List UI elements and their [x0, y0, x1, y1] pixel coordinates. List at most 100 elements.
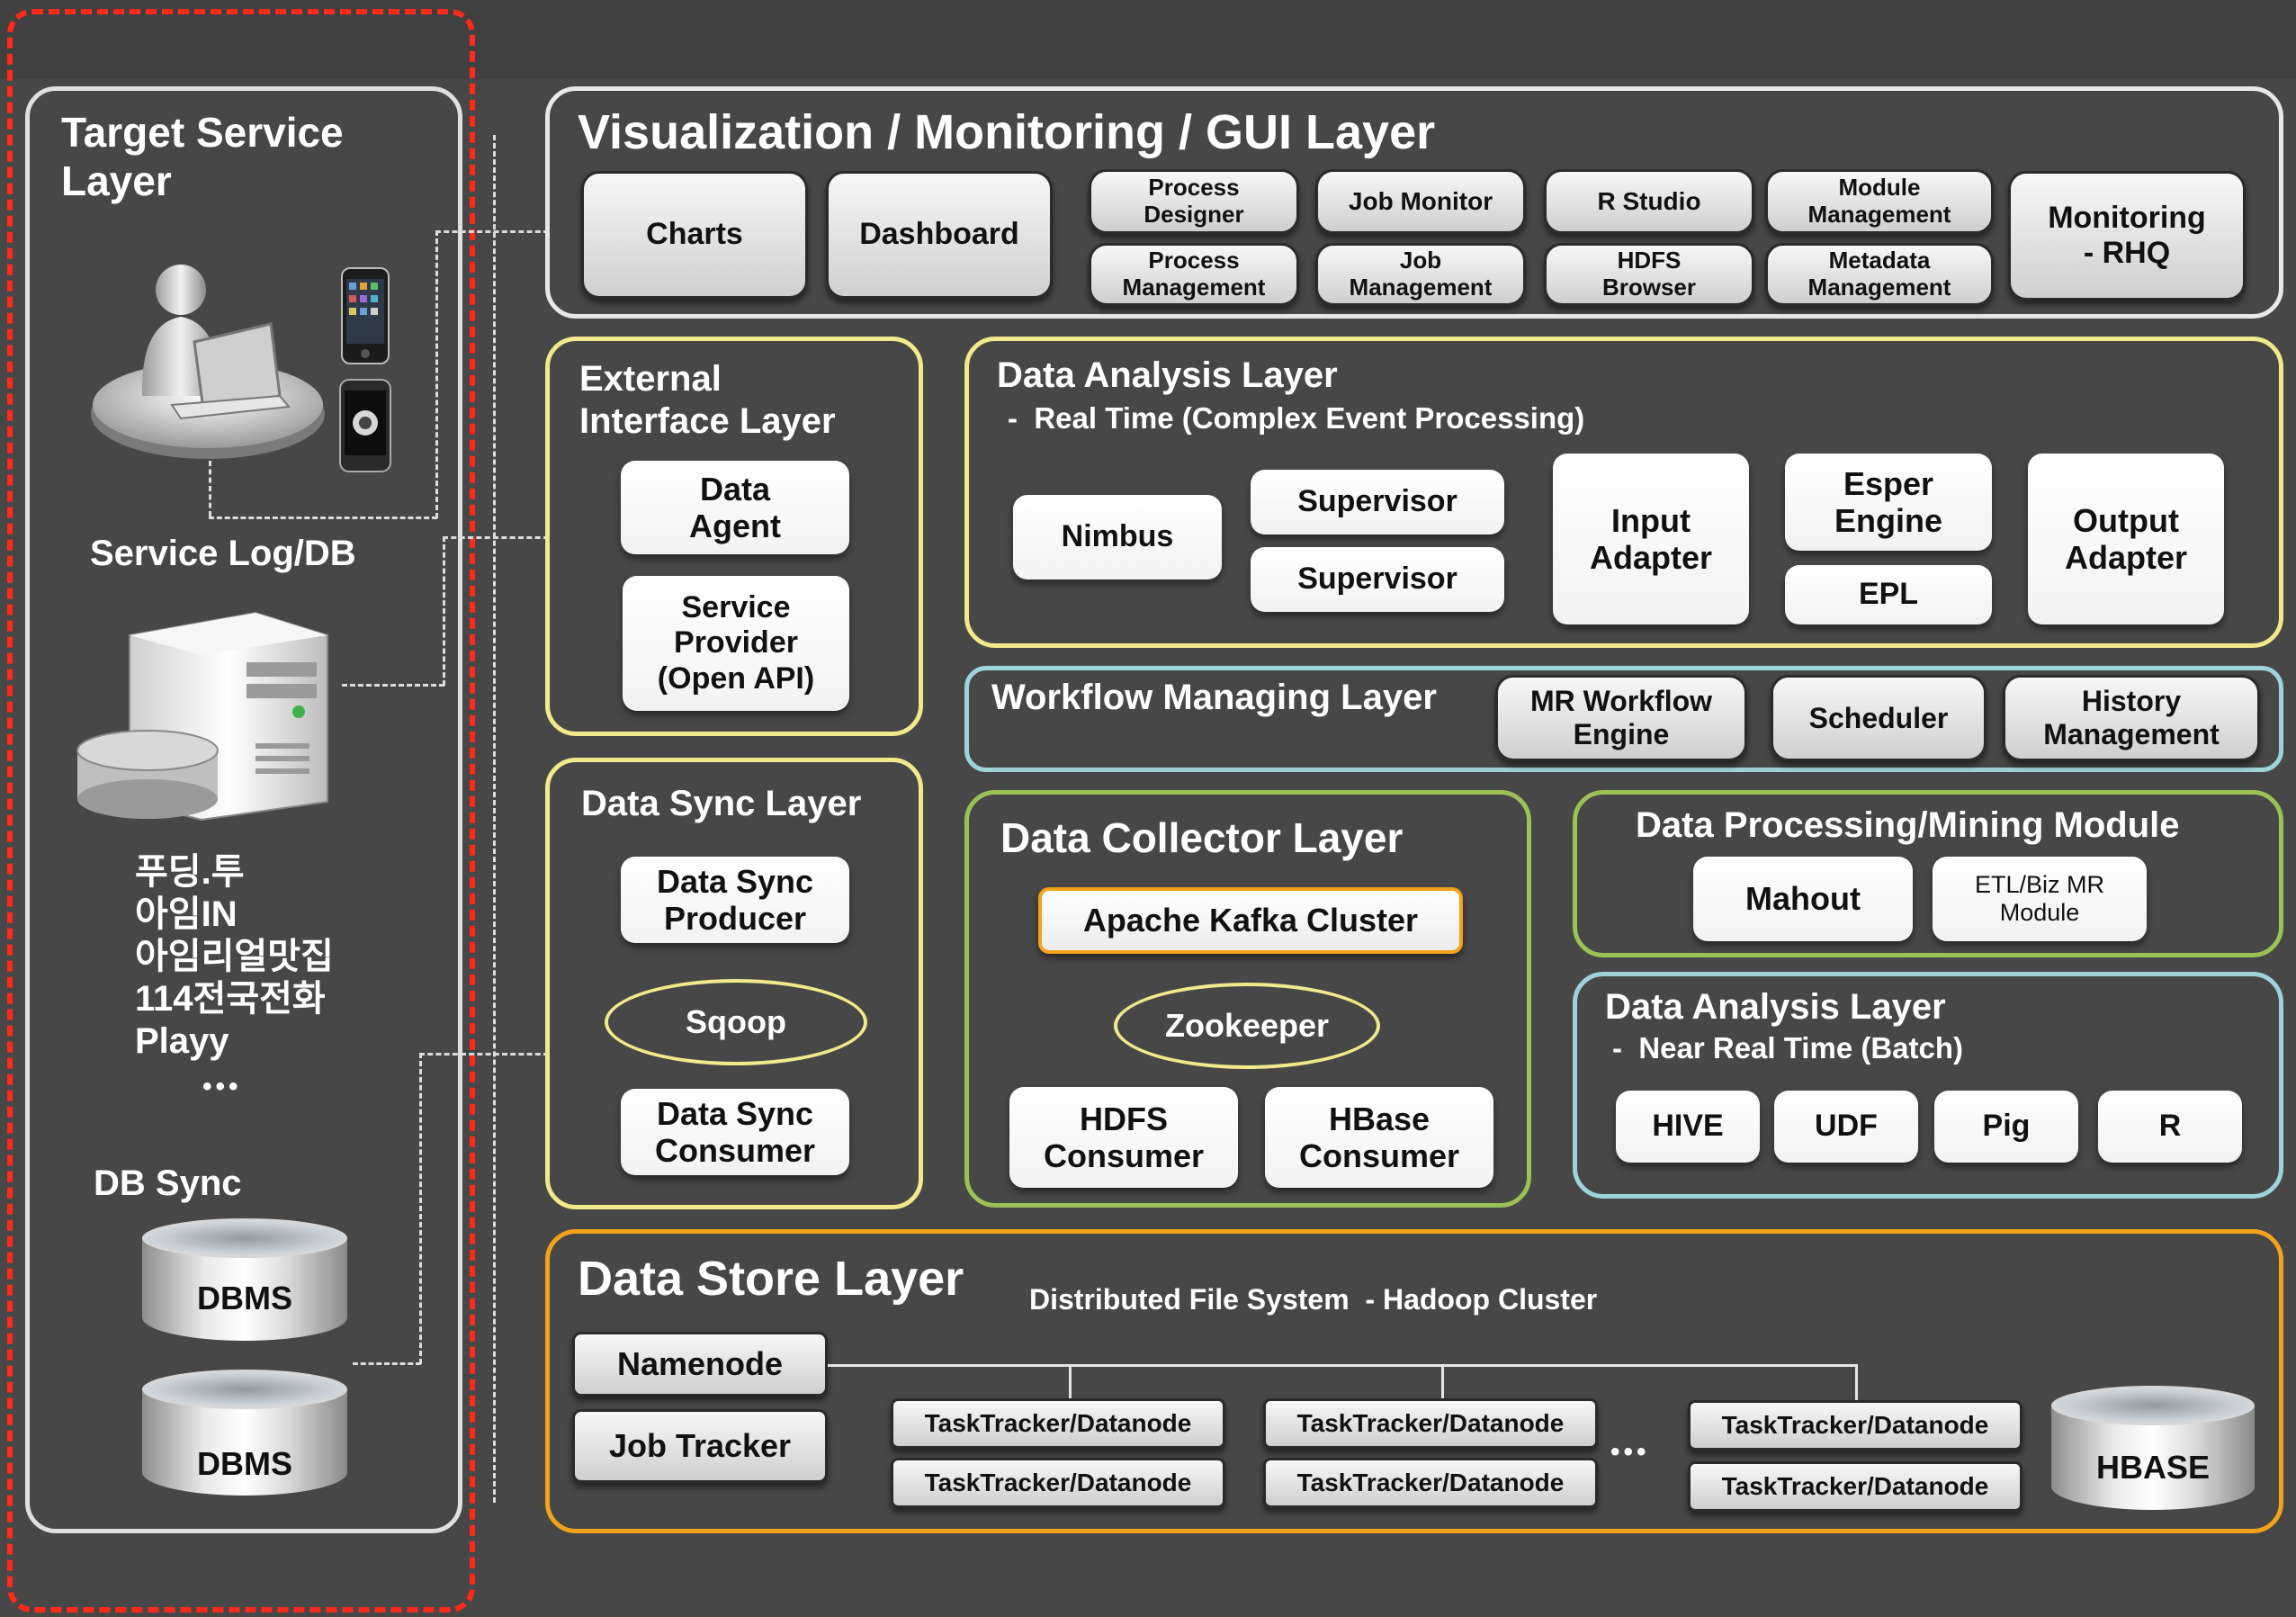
data-sync-title: Data Sync Layer [581, 784, 862, 823]
service-item: 114전국전화 [135, 979, 326, 1019]
data-analysis-batch-title: Data Analysis Layer [1605, 987, 1946, 1027]
dbms-cylinder: DBMS [142, 1218, 347, 1341]
external-interface-panel [545, 337, 923, 736]
tasktracker-datanode[interactable]: TaskTracker/Datanode [891, 1398, 1225, 1449]
tasktracker-datanode[interactable]: TaskTracker/Datanode [1263, 1458, 1598, 1508]
connector-line [443, 536, 445, 686]
input-adapter-box: Input Adapter [1553, 454, 1749, 624]
hbase-label: HBASE [2095, 1449, 2211, 1486]
supervisor-box: Supervisor [1251, 470, 1504, 535]
data-mining-panel [1573, 790, 2283, 957]
service-log-label: Service Log/DB [90, 534, 356, 573]
connector-line [209, 517, 437, 519]
user-laptop-icon [86, 261, 329, 468]
process-management-button[interactable]: Process Management [1089, 243, 1299, 306]
hbase-cylinder: HBASE [2051, 1386, 2255, 1510]
apache-kafka-box: Apache Kafka Cluster [1038, 887, 1463, 954]
connector-line [419, 1053, 549, 1056]
process-designer-button[interactable]: Process Designer [1089, 169, 1299, 234]
service-item: 아임IN [135, 894, 238, 934]
supervisor-box: Supervisor [1251, 547, 1504, 612]
workflow-layer-title: Workflow Managing Layer [991, 678, 1437, 717]
hive-box: HIVE [1616, 1091, 1760, 1163]
cluster-connector [1069, 1364, 1072, 1400]
mr-workflow-engine-button[interactable]: MR Workflow Engine [1495, 675, 1747, 761]
data-mining-title: Data Processing/Mining Module [1636, 805, 2180, 845]
sqoop-ellipse: Sqoop [605, 979, 867, 1065]
epl-box: EPL [1785, 565, 1992, 624]
dbms-cylinder: DBMS [142, 1370, 347, 1496]
data-store-subtitle: Distributed File System - Hadoop Cluster [1029, 1283, 1598, 1316]
service-ellipsis: ••• [202, 1072, 242, 1101]
data-store-panel [545, 1229, 2283, 1533]
target-service-panel [25, 86, 462, 1533]
data-collector-panel [964, 790, 1531, 1208]
tasktracker-datanode[interactable]: TaskTracker/Datanode [891, 1458, 1225, 1508]
hdfs-browser-button[interactable]: HDFS Browser [1544, 243, 1754, 306]
job-monitor-button[interactable]: Job Monitor [1315, 169, 1526, 234]
scheduler-button[interactable]: Scheduler [1771, 675, 1987, 761]
data-sync-consumer-box: Data Sync Consumer [621, 1089, 849, 1175]
connector-line [443, 536, 549, 539]
tasktracker-datanode[interactable]: TaskTracker/Datanode [1688, 1400, 2022, 1451]
external-interface-title: External Interface Layer [579, 359, 836, 442]
zookeeper-ellipse: Zookeeper [1114, 983, 1380, 1069]
target-service-title: Target Service Layer [61, 109, 344, 205]
data-agent-box: Data Agent [621, 461, 849, 554]
namenode-button[interactable]: Namenode [572, 1332, 828, 1397]
r-studio-button[interactable]: R Studio [1544, 169, 1754, 234]
connector-line [435, 230, 438, 518]
history-management-button[interactable]: History Management [2003, 675, 2260, 761]
job-tracker-button[interactable]: Job Tracker [572, 1409, 828, 1483]
smartphone-icon [340, 266, 390, 365]
dbms-label: DBMS [197, 1445, 292, 1482]
connector-line [353, 1362, 421, 1365]
service-item: 아임리얼맛집 [135, 937, 334, 976]
module-management-button[interactable]: Module Management [1765, 169, 1994, 234]
mahout-box: Mahout [1693, 857, 1913, 941]
cluster-ellipsis: ••• [1610, 1437, 1650, 1467]
service-item: Playy [135, 1021, 229, 1061]
hbase-consumer-box: HBase Consumer [1265, 1087, 1493, 1188]
data-analysis-realtime-title: Data Analysis Layer [997, 355, 1338, 395]
dashboard-button[interactable]: Dashboard [826, 171, 1053, 299]
udf-box: UDF [1774, 1091, 1918, 1163]
service-provider-box: Service Provider (Open API) [623, 576, 849, 711]
cluster-connector [1441, 1364, 1444, 1400]
visualization-layer-panel [545, 86, 2283, 319]
smartphone-icon [338, 378, 392, 473]
output-adapter-box: Output Adapter [2028, 454, 2224, 624]
etl-biz-mr-box: ETL/Biz MR Module [1933, 857, 2147, 941]
data-analysis-realtime-panel [964, 337, 2283, 648]
data-store-title: Data Store Layer [578, 1252, 964, 1306]
connector-line [419, 1053, 422, 1364]
tasktracker-datanode[interactable]: TaskTracker/Datanode [1688, 1461, 2022, 1512]
server-icon [76, 608, 345, 824]
data-sync-panel [545, 758, 923, 1209]
hdfs-consumer-box: HDFS Consumer [1009, 1087, 1238, 1188]
connector-line [435, 230, 549, 233]
service-item: 푸딩.투 [135, 852, 245, 892]
selection-highlight [7, 9, 475, 1613]
data-analysis-batch-subtitle: - Near Real Time (Batch) [1612, 1031, 1964, 1065]
esper-engine-box: Esper Engine [1785, 454, 1992, 551]
nimbus-box: Nimbus [1013, 495, 1222, 579]
cluster-connector [828, 1364, 1855, 1367]
metadata-management-button[interactable]: Metadata Management [1765, 243, 1994, 306]
connector-line [209, 461, 211, 517]
job-management-button[interactable]: Job Management [1315, 243, 1526, 306]
pig-box: Pig [1934, 1091, 2078, 1163]
monitoring-rhq-button[interactable]: Monitoring - RHQ [2008, 171, 2246, 301]
data-sync-producer-box: Data Sync Producer [621, 857, 849, 943]
r-box: R [2098, 1091, 2242, 1163]
tasktracker-datanode[interactable]: TaskTracker/Datanode [1263, 1398, 1598, 1449]
visualization-layer-title: Visualization / Monitoring / GUI Layer [578, 105, 1436, 159]
charts-button[interactable]: Charts [581, 171, 808, 299]
data-analysis-realtime-subtitle: - Real Time (Complex Event Processing) [1008, 401, 1585, 435]
cluster-connector [1855, 1364, 1858, 1400]
connector-line [493, 135, 496, 1503]
connector-line [342, 684, 444, 687]
workflow-layer-panel [964, 666, 2283, 772]
service-list: 푸딩.투 아임IN 아임리얼맛집 114전국전화 Playy [135, 851, 334, 1063]
data-collector-title: Data Collector Layer [1000, 814, 1404, 861]
